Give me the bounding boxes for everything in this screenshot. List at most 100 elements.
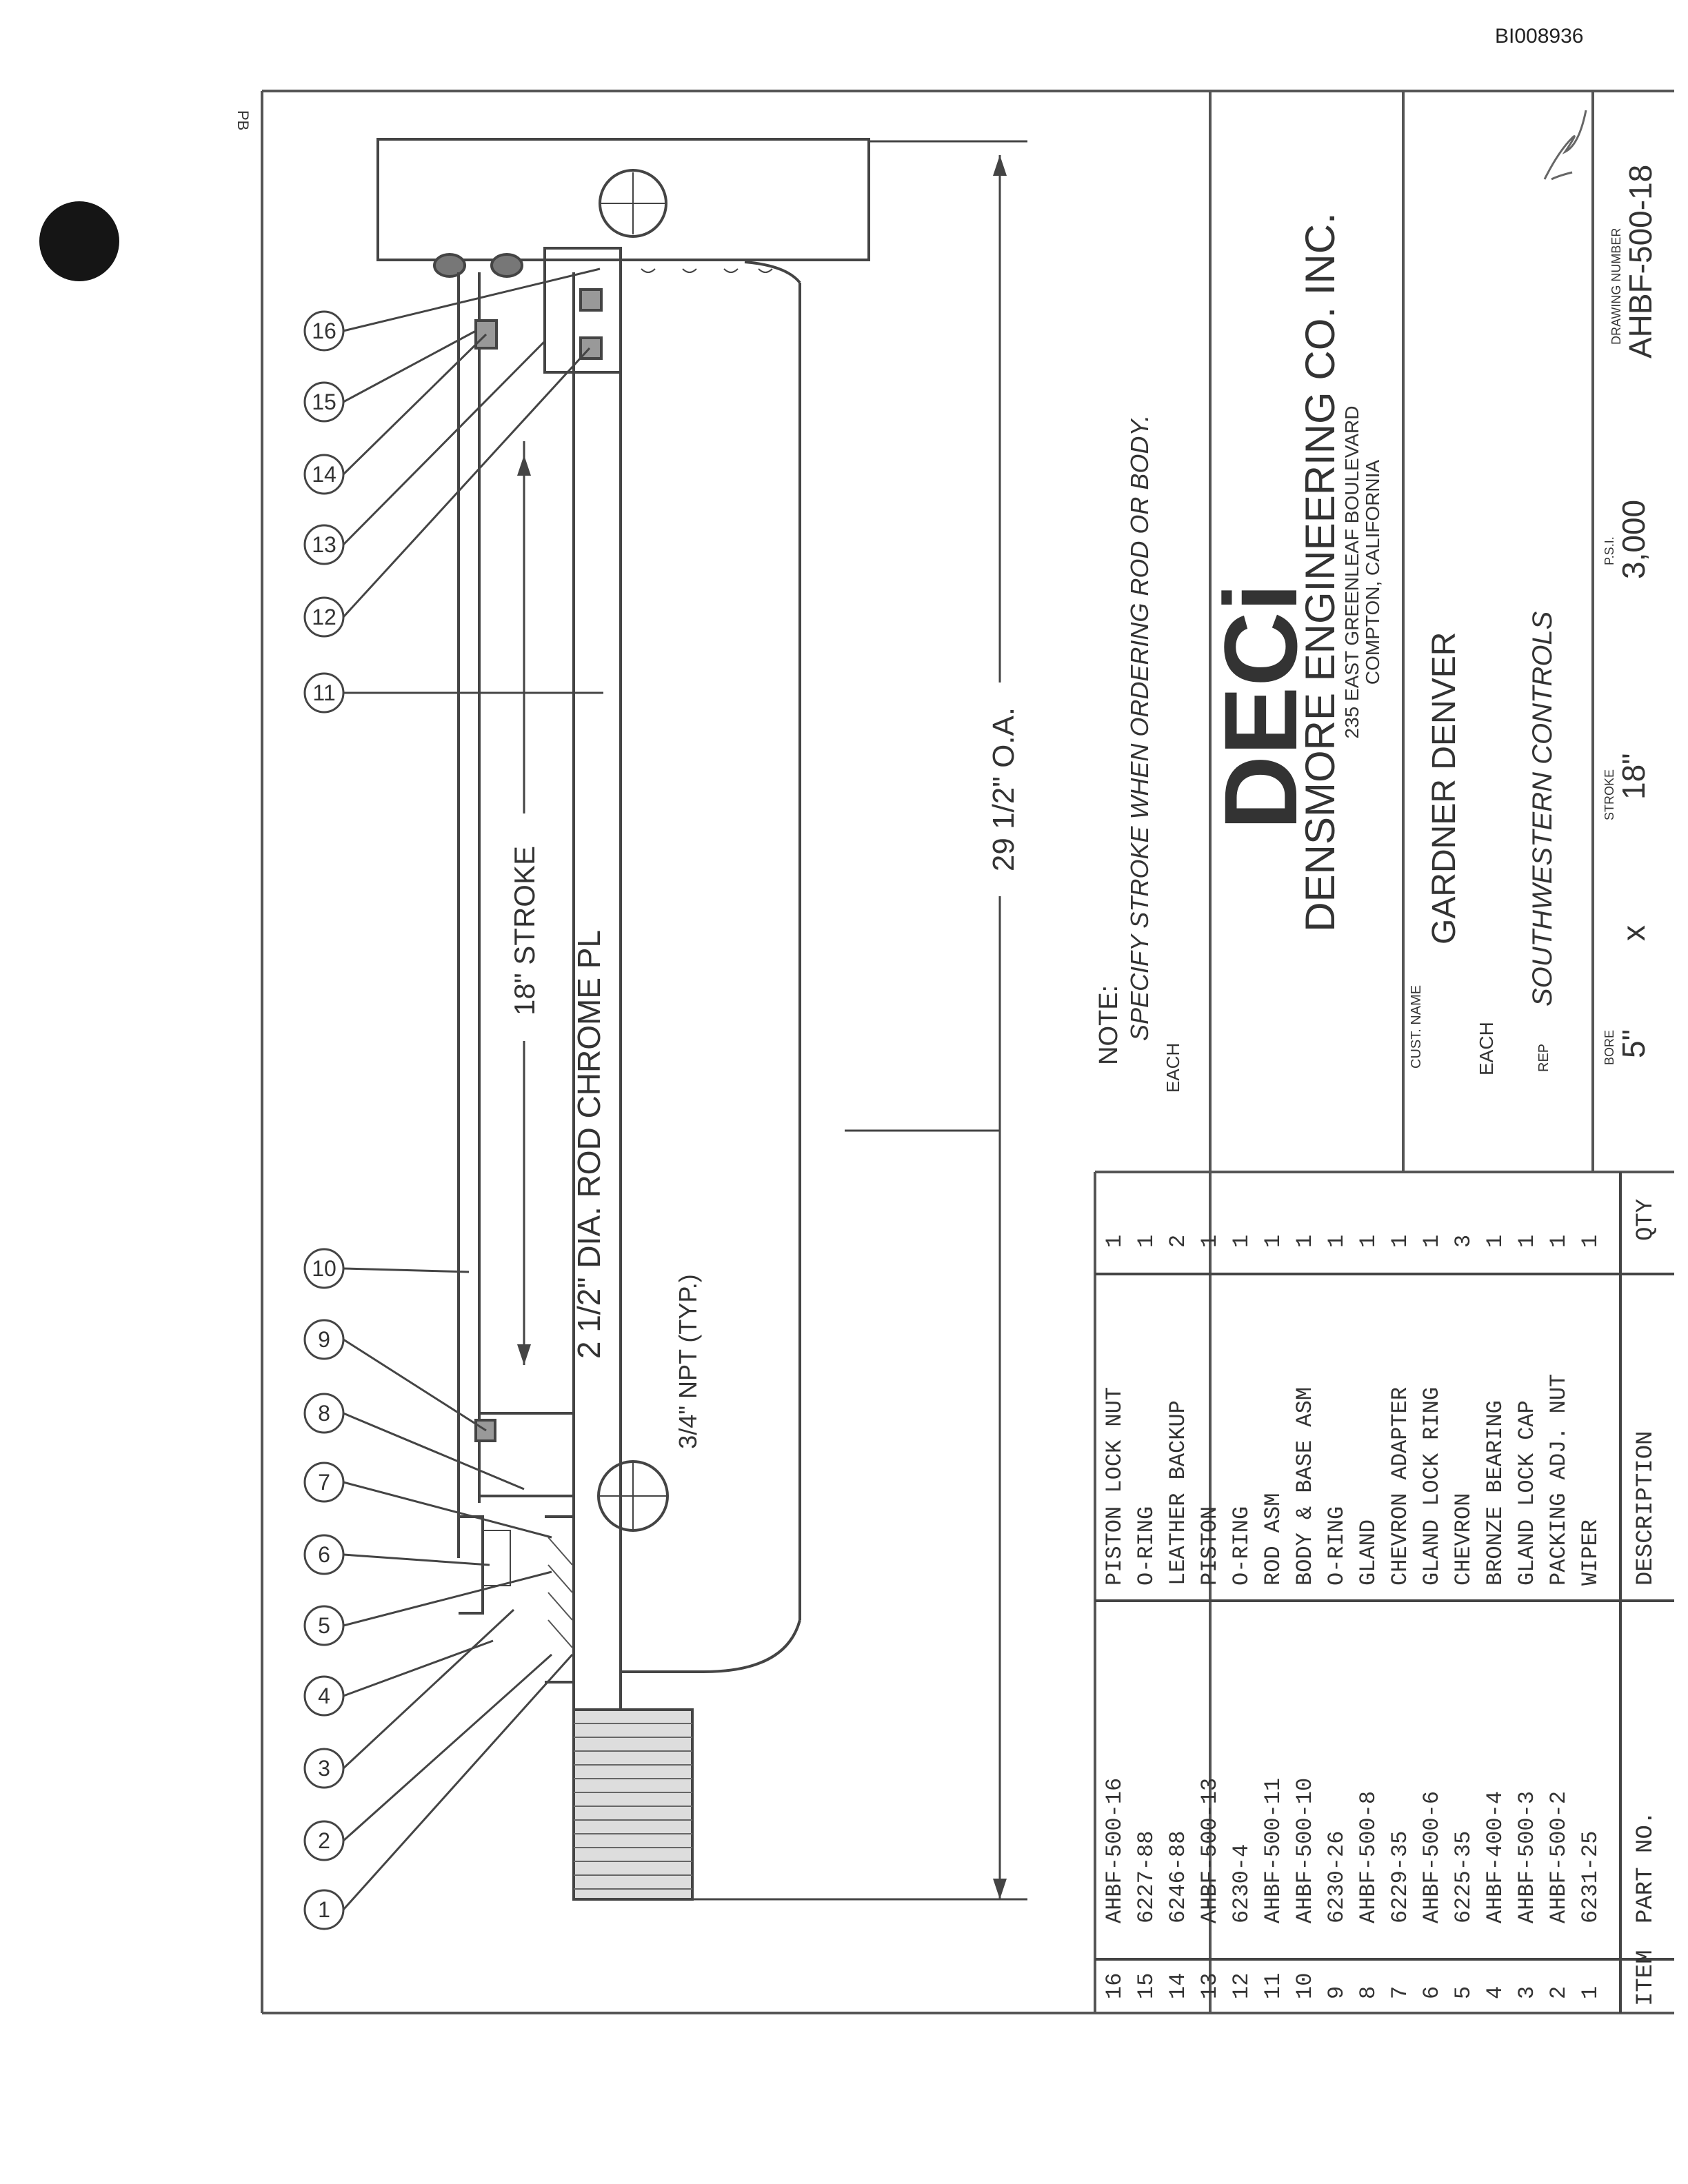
piston [543,247,622,374]
item-balloons: 1 2 3 4 5 6 7 8 9 10 11 12 13 14 15 16 [303,310,345,1930]
qty-cell: 1 [1260,1235,1286,1248]
psi-label: P.S.I. [1602,536,1616,565]
item-cell: 2 [1546,1986,1571,1999]
title-block: CUST. NAME GARDNER DENVER EACH REP SOUTH… [1409,110,1658,1075]
header-part-no: PART NO. [1633,1811,1659,1923]
part-no-cell: 6229-35 [1387,1831,1413,1923]
qty-cell: 1 [1292,1235,1318,1248]
qty-cell: 1 [1356,1235,1381,1248]
part-no-cell: 6227-88 [1134,1831,1159,1923]
item-cell: 1 [1578,1986,1603,1999]
qty-cell: 1 [1102,1235,1127,1248]
svg-text:9: 9 [318,1327,330,1352]
psi-value: 3,000 [1616,500,1651,579]
balloon-1: 1 [303,1889,345,1930]
part-no-cell: AHBF-500-6 [1419,1791,1445,1923]
piston-seal [474,319,498,350]
cust-name-label: CUST. NAME [1409,985,1424,1069]
description-cell: O-RING [1229,1506,1254,1586]
svg-text:10: 10 [312,1256,336,1281]
item-cell: 16 [1102,1973,1127,1999]
description-cell: GLAND [1356,1519,1381,1586]
item-cell: 3 [1514,1986,1540,1999]
cylinder-cross-section [376,138,870,1901]
corner-mark: PB [234,110,252,130]
svg-text:3: 3 [318,1756,330,1781]
part-no-cell: 6225-35 [1451,1831,1476,1923]
bore-label: BORE [1602,1030,1616,1065]
note-title: NOTE: [1094,985,1123,1065]
qty-cell: 1 [1514,1235,1540,1248]
header-qty: QTY [1633,1199,1659,1241]
balloon-2: 2 [303,1820,345,1861]
qty-cell: 1 [1324,1235,1349,1248]
qty-cell: 1 [1134,1235,1159,1248]
company-address: 235 EAST GREENLEAF BOULEVARD [1341,406,1363,739]
title-each: EACH [1476,1022,1497,1075]
description-cell: WIPER [1578,1519,1603,1586]
item-cell: 9 [1324,1986,1349,1999]
part-no-cell: AHBF-500-16 [1102,1778,1127,1923]
item-cell: 11 [1260,1973,1286,1999]
qty-cell: 1 [1483,1235,1508,1248]
description-cell: O-RING [1134,1506,1159,1586]
times-sign: x [1616,925,1651,941]
document-id: BI008936 [1495,25,1584,48]
weld [490,253,523,278]
description-cell: GLAND LOCK RING [1419,1387,1445,1586]
item-cell: 13 [1197,1973,1223,1999]
rep-name: SOUTHWESTERN CONTROLS [1527,611,1558,1007]
item-cell: 10 [1292,1973,1318,1999]
stroke-value: 18" [1616,754,1651,800]
description-cell: LEATHER BACKUP [1165,1400,1191,1586]
item-cell: 8 [1356,1986,1381,1999]
item-cell: 15 [1134,1973,1159,1999]
leader-lines [342,267,603,1911]
description-cell: PISTON LOCK NUT [1102,1387,1127,1586]
balloon-11: 11 [303,672,345,714]
part-no-cell: AHBF-400-4 [1483,1791,1508,1923]
svg-text:14: 14 [312,462,336,487]
item-cell: 4 [1483,1986,1508,1999]
balloon-12: 12 [303,596,345,638]
description-cell: PACKING ADJ. NUT [1546,1374,1571,1586]
description-cell: ROD ASM [1260,1493,1286,1586]
svg-text:8: 8 [318,1401,330,1426]
description-cell: CHEVRON [1451,1493,1476,1586]
part-no-cell: 6230-4 [1229,1844,1254,1923]
qty-cell: 3 [1451,1235,1476,1248]
part-no-cell: 6230-26 [1324,1831,1349,1923]
rep-label: REP [1536,1044,1551,1072]
note-block: NOTE: SPECIFY STROKE WHEN ORDERING ROD O… [1094,415,1183,1093]
balloon-5: 5 [303,1605,345,1646]
balloon-3: 3 [303,1748,345,1789]
stroke-dimension [517,441,531,1365]
svg-text:2: 2 [318,1828,330,1853]
part-no-cell: 6231-25 [1578,1831,1603,1923]
balloon-15: 15 [303,381,345,423]
npt-label: 3/4" NPT (TYP.) [674,1274,702,1449]
company-block: DECi DENSMORE ENGINEERING CO. INC. 235 E… [1203,212,1383,931]
item-cell: 5 [1451,1986,1476,1999]
overall-dimension [690,140,1027,1901]
part-no-cell: AHBF-500-8 [1356,1791,1381,1923]
balloon-9: 9 [303,1319,345,1360]
company-name: DENSMORE ENGINEERING CO. INC. [1297,212,1343,931]
balloon-4: 4 [303,1675,345,1717]
balloon-16: 16 [303,310,345,352]
balloon-10: 10 [303,1248,345,1289]
svg-text:16: 16 [312,318,336,343]
svg-text:13: 13 [312,532,336,557]
rod-port [597,1460,669,1532]
ink-blot [39,201,119,281]
overall-length-label: 29 1/2" O.A. [987,707,1021,871]
description-cell: CHEVRON ADAPTER [1387,1387,1413,1586]
qty-cell: 1 [1578,1235,1603,1248]
svg-text:1: 1 [318,1897,330,1922]
balloon-6: 6 [303,1534,345,1575]
svg-text:5: 5 [318,1613,330,1638]
header-item: ITEM [1633,1950,1659,2006]
